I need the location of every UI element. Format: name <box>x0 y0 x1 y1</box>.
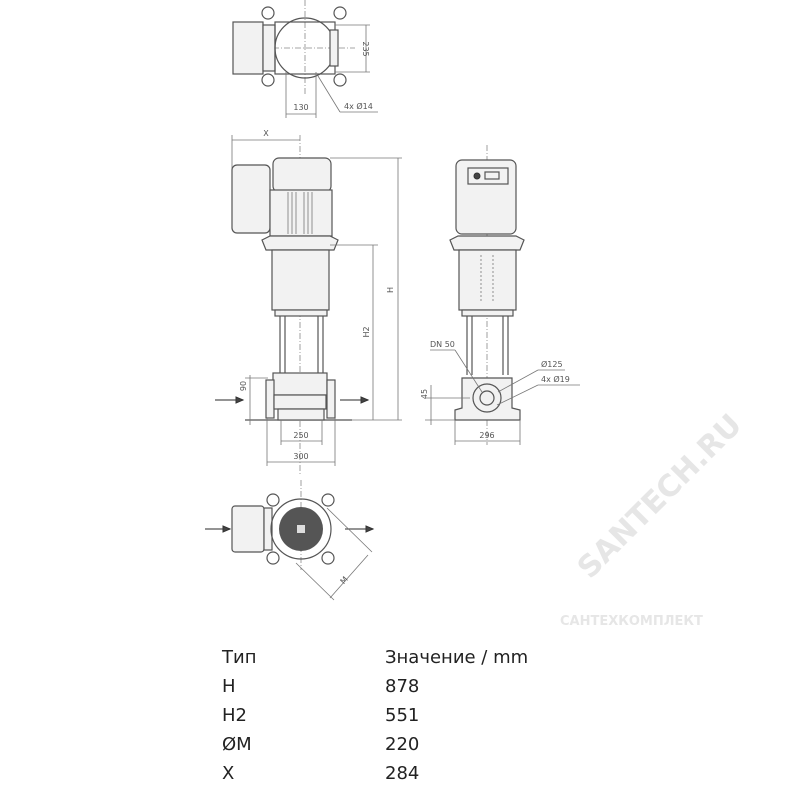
row-type: X <box>222 763 235 784</box>
dim-300: 300 <box>293 452 308 461</box>
dim-130: 130 <box>293 103 308 112</box>
row-type: ØM <box>222 734 252 755</box>
table-row: H2 551 <box>222 701 528 730</box>
dim-h2: H2 <box>362 326 371 337</box>
dim-90: 90 <box>239 381 248 391</box>
front-view: X 90 H H2 250 300 <box>215 129 402 475</box>
header-type: Тип <box>222 647 257 668</box>
row-value: 220 <box>385 734 420 755</box>
bottom-view: M <box>205 480 375 601</box>
row-type: H <box>222 676 236 697</box>
bolt-holes-label: 4x Ø14 <box>344 101 373 111</box>
row-value: 284 <box>385 763 420 784</box>
header-value: Значение / mm <box>385 647 529 668</box>
dim-235: 235 <box>361 41 370 56</box>
flange-holes-label: 4x Ø19 <box>541 374 570 384</box>
dim-45: 45 <box>420 389 429 399</box>
row-value: 551 <box>385 705 420 726</box>
table-row: H 878 <box>222 672 528 701</box>
dim-x: X <box>263 129 269 138</box>
watermark-site: SANTECH.RU <box>571 408 749 586</box>
row-value: 878 <box>385 676 420 697</box>
dim-h: H <box>386 287 395 293</box>
dim-296: 296 <box>479 431 494 440</box>
dn50-label: DN 50 <box>430 340 455 349</box>
top-view: 235 130 4x Ø14 <box>232 0 378 118</box>
table-row: ØM 220 <box>222 730 528 759</box>
dim-m: M <box>338 575 349 586</box>
flange-diameter-label: Ø125 <box>541 359 563 369</box>
table-row: X 284 <box>222 759 528 788</box>
watermark-brand: САНТЕХКОМПЛЕКТ <box>560 614 703 629</box>
dim-250: 250 <box>293 431 308 440</box>
dimensions-table: Тип Значение / mm H 878 H2 551 ØM 220 X … <box>222 643 528 788</box>
row-type: H2 <box>222 705 247 726</box>
table-header: Тип Значение / mm <box>222 643 528 672</box>
side-view: 45 296 DN 50 Ø125 4x Ø19 <box>420 145 580 445</box>
